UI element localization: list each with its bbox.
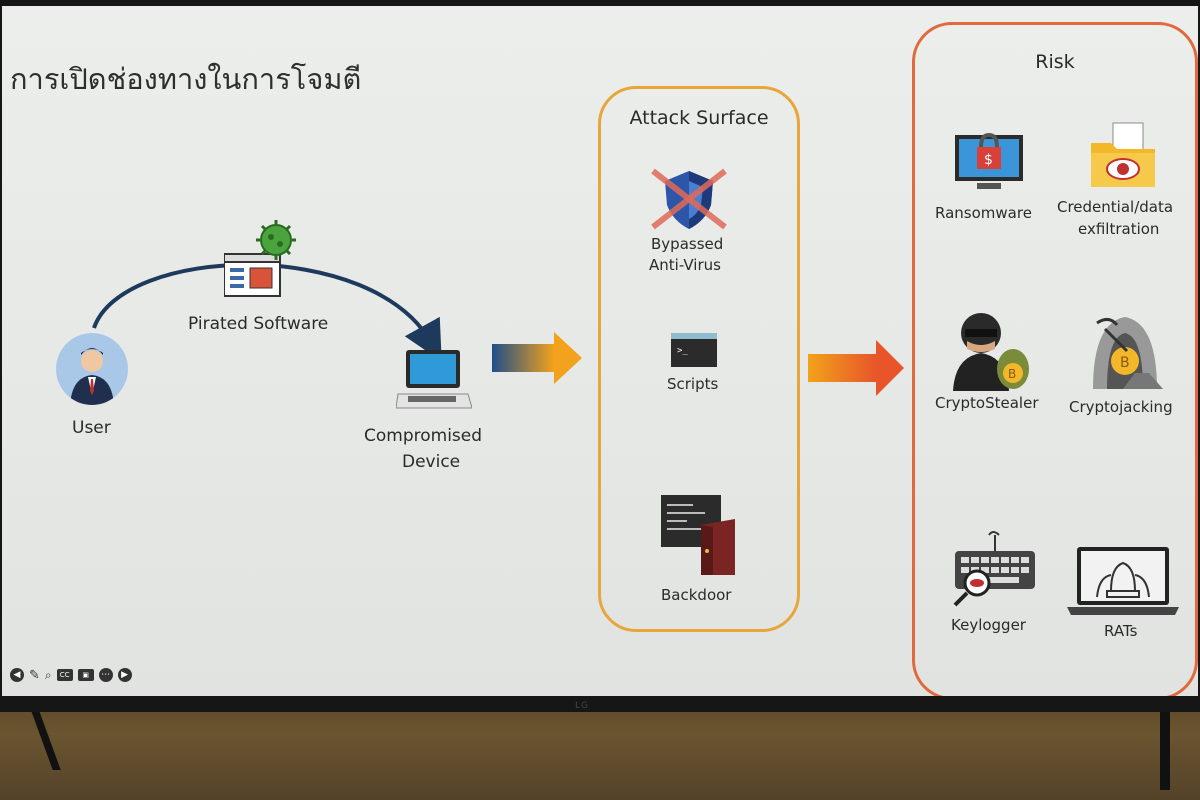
credential-label-2: exfiltration (1078, 220, 1160, 238)
risk-box: Risk $ Ransomware Credential/data (912, 22, 1198, 696)
pen-tool-button[interactable]: ✎ (29, 667, 40, 683)
cryptostealer-label: CryptoStealer (935, 394, 1039, 412)
svg-text:$: $ (984, 152, 993, 168)
flow-arrow-1 (492, 332, 582, 384)
previous-slide-button[interactable]: ◀ (10, 668, 24, 682)
screen-button[interactable]: ▣ (77, 669, 94, 681)
user-avatar (56, 333, 128, 405)
svg-text:>_: >_ (677, 346, 688, 356)
attack-surface-title: Attack Surface (629, 107, 769, 129)
tv-stand-right (1120, 700, 1170, 790)
crypto-mining-icon: B (1083, 303, 1167, 391)
slide-screen: การเปิดช่องทางในการโจมตี (2, 6, 1198, 696)
flow-arc (92, 262, 904, 396)
device-label-1: Compromised (364, 426, 483, 446)
svg-text:B: B (1120, 355, 1130, 371)
presenter-toolbar: ◀ ✎ ⌕ CC ▣ ⋯ ▶ (10, 666, 132, 684)
subtitles-button[interactable]: CC (56, 669, 73, 681)
attack-surface-box: Attack Surface Bypassed Anti-Virus >_ Sc… (598, 86, 800, 632)
bypassed-label-2: Anti-Virus (649, 256, 721, 274)
backdoor-label: Backdoor (661, 586, 732, 604)
risk-title: Risk (1035, 51, 1075, 73)
bypassed-label-1: Bypassed (651, 235, 724, 253)
terminal-icon: >_ (671, 333, 717, 367)
rats-label: RATs (1104, 622, 1138, 640)
flow-arrow-2 (808, 340, 904, 396)
folder-eye-icon (1089, 121, 1159, 191)
more-options-button[interactable]: ⋯ (98, 668, 113, 682)
shield-crossed-icon (649, 167, 729, 231)
device-label-2: Device (402, 452, 461, 472)
backdoor-icon (657, 495, 741, 579)
svg-text:B: B (1008, 367, 1016, 381)
hacker-bitcoin-icon: B (945, 305, 1035, 395)
laptop-icon (395, 348, 473, 414)
ransomware-label: Ransomware (935, 204, 1032, 222)
pirated-software-icon (223, 218, 304, 298)
slide-title: การเปิดช่องทางในการโจมตี (10, 62, 362, 96)
remote-laptop-icon (1067, 545, 1181, 617)
cryptojacking-label: Cryptojacking (1069, 398, 1173, 416)
credential-label-1: Credential/data (1057, 198, 1174, 216)
keylogger-label: Keylogger (951, 616, 1026, 634)
scripts-label: Scripts (667, 375, 719, 393)
user-label: User (72, 418, 111, 438)
user-icon (70, 348, 114, 405)
zoom-button[interactable]: ⌕ (44, 667, 52, 682)
keyboard-magnifier-icon (949, 529, 1039, 609)
ransomware-icon: $ (953, 123, 1025, 193)
next-slide-button[interactable]: ▶ (117, 668, 132, 682)
tv-logo: LG (575, 701, 589, 711)
pirated-software-label: Pirated Software (188, 314, 329, 334)
